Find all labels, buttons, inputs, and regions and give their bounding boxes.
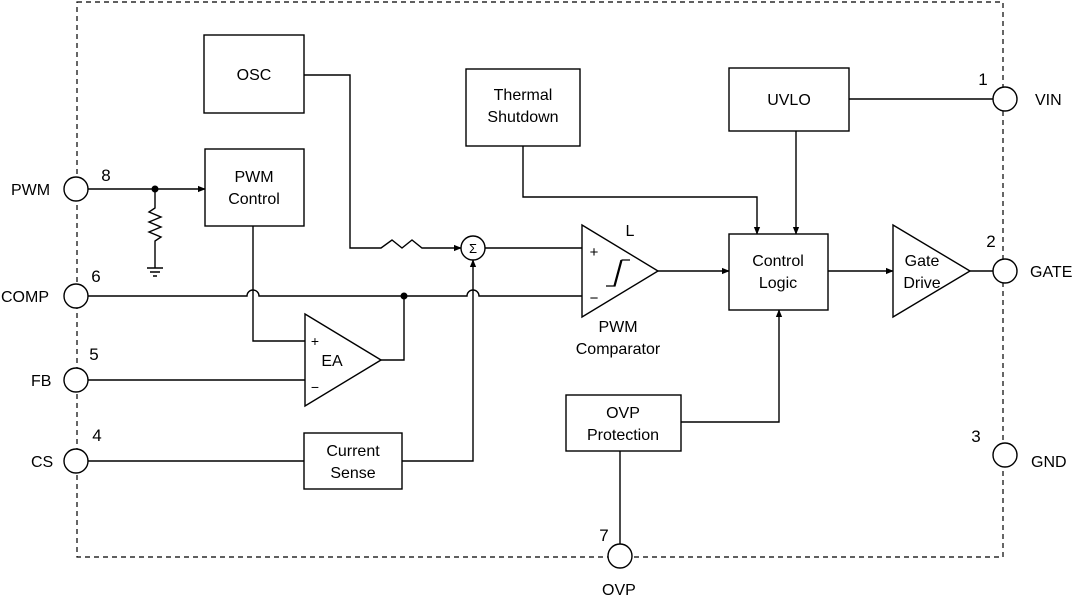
pwm-pulldown-resistor [147, 189, 163, 268]
pin-cs: CS 4 [31, 426, 102, 474]
pin-pwm-label: PWM [11, 182, 50, 199]
pin-vin-label: VIN [1035, 92, 1062, 109]
pin-ovp: OVP 7 [599, 526, 636, 597]
summing-symbol: Σ [469, 241, 477, 256]
wire-ea-output [381, 296, 405, 361]
gate-drive-block: Gate Drive [892, 223, 972, 319]
uvlo-block: UVLO [728, 67, 850, 132]
pin-fb: FB 5 [31, 345, 99, 393]
pin-comp: COMP 6 [1, 267, 101, 309]
ea-label: EA [321, 353, 343, 370]
junction-pwm [151, 185, 159, 193]
junction-comp [400, 292, 408, 300]
control-logic-block: Control Logic [728, 233, 829, 311]
pwm-control-label-line1: PWM [234, 169, 273, 186]
current-sense-block: Current Sense [303, 432, 403, 490]
pin-comp-number: 6 [91, 267, 100, 286]
comparator-plus: + [590, 244, 599, 261]
ea-plus: + [311, 333, 319, 349]
wire-osc-to-sum [304, 74, 462, 252]
comparator-label-line2: Comparator [576, 341, 661, 358]
pin-ovp-number: 7 [599, 526, 608, 545]
pwm-control-label-line2: Control [228, 191, 280, 208]
osc-block: OSC [203, 34, 305, 114]
wire-current-sense-to-sum [402, 259, 477, 462]
pin-gate-label: GATE [1030, 264, 1072, 281]
pin-pwm-number: 8 [101, 166, 110, 185]
wire-thermal-to-logic [522, 146, 761, 235]
ovp-protection-label-line1: OVP [606, 405, 640, 422]
wire-comp-to-comparator [88, 289, 582, 297]
ground-symbol [147, 267, 163, 277]
pin-gnd: GND 3 [971, 427, 1066, 471]
pin-gnd-number: 3 [971, 427, 980, 446]
hysteresis-icon [606, 259, 630, 287]
thermal-shutdown-block: Thermal Shutdown [465, 68, 581, 147]
current-sense-label-line2: Sense [330, 465, 375, 482]
comparator-minus: − [590, 290, 599, 307]
thermal-label-line1: Thermal [494, 87, 553, 104]
thermal-label-line2: Shutdown [487, 109, 558, 126]
error-amplifier-block: + − EA [304, 312, 383, 408]
pin-cs-number: 4 [92, 426, 101, 445]
ea-minus: − [311, 379, 319, 395]
ovp-protection-label-line2: Protection [587, 427, 659, 444]
pin-comp-label: COMP [1, 289, 49, 306]
pin-cs-label: CS [31, 454, 53, 471]
wires [88, 74, 993, 544]
pin-ovp-label: OVP [602, 582, 636, 597]
current-sense-label-line1: Current [326, 443, 380, 460]
gate-drive-label-line1: Gate [905, 253, 940, 270]
control-logic-label-line1: Control [752, 253, 804, 270]
pwm-comparator-block: + − L PWM Comparator [576, 223, 661, 358]
pin-fb-label: FB [31, 373, 51, 390]
ovp-protection-block: OVP Protection [565, 394, 682, 452]
gate-drive-label-line2: Drive [903, 275, 940, 292]
wire-pwm-control-to-ea [252, 226, 305, 342]
pin-gate: GATE 2 [986, 232, 1072, 284]
chip-boundary [76, 1, 1004, 558]
osc-label: OSC [237, 67, 272, 84]
uvlo-label: UVLO [767, 92, 811, 109]
pin-vin-number: 1 [978, 70, 987, 89]
pin-gnd-label: GND [1031, 454, 1067, 471]
pin-pwm: PWM 8 [11, 166, 111, 202]
control-logic-label-line2: Logic [759, 275, 797, 292]
pin-gate-number: 2 [986, 232, 995, 251]
pin-fb-number: 5 [89, 345, 98, 364]
pin-vin: VIN 1 [978, 70, 1062, 112]
wire-ovp-to-logic [681, 309, 783, 423]
pwm-control-block: PWM Control [204, 148, 305, 227]
comparator-tag: L [626, 223, 635, 240]
comparator-label-line1: PWM [598, 319, 637, 336]
summing-junction: Σ [460, 235, 486, 261]
